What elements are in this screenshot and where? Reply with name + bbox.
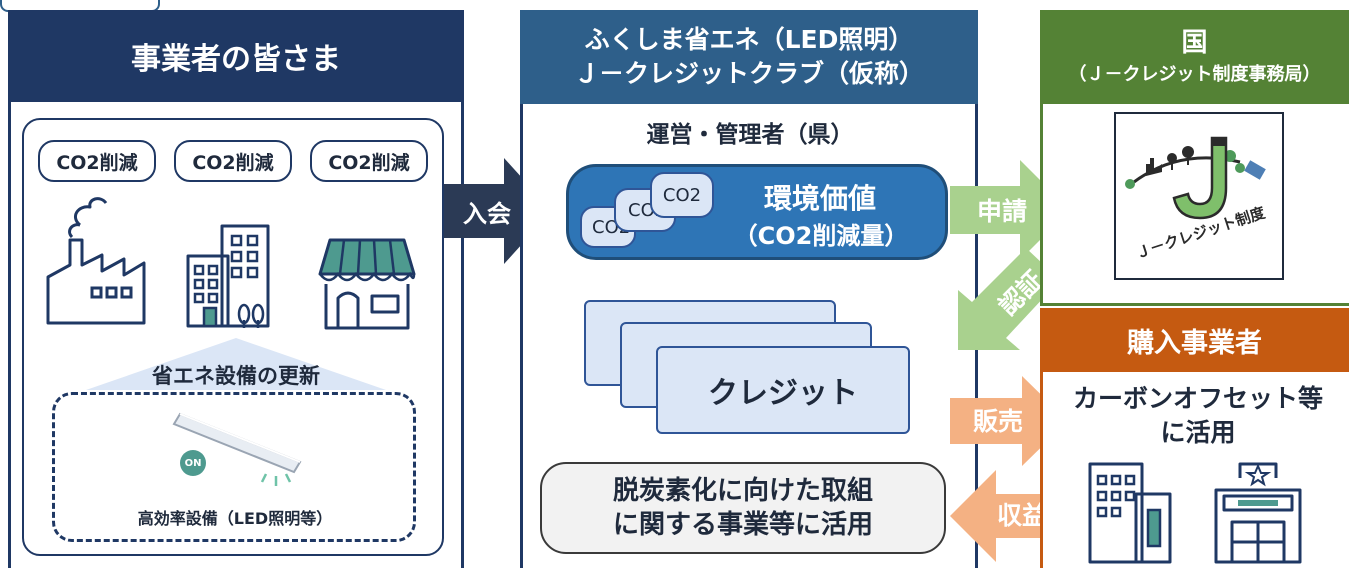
j-credit-logo-mark	[1125, 136, 1266, 220]
country-subtitle: （Ｊ－クレジット制度事務局）	[1068, 64, 1321, 85]
club-title-line2: Ｊ－クレジットクラブ（仮称）	[573, 59, 924, 88]
operator-label: 運営・管理者（県）	[646, 122, 854, 148]
club-title-line1: ふくしま省エネ（LED照明）	[584, 25, 914, 54]
environmental-value-title: 環境価値	[763, 182, 876, 215]
office-building-icon	[186, 224, 270, 328]
join-arrow-label: 入会	[463, 199, 511, 228]
buyer-store-icon	[1214, 462, 1302, 564]
sell-arrow	[950, 376, 1068, 466]
buyer-desc: カーボンオフセット等 に活用	[1050, 380, 1346, 452]
revenue-arrow	[950, 470, 1060, 562]
co2-tag-front: CO2	[650, 172, 714, 218]
buyer-panel-header: 購入事業者	[1040, 308, 1349, 372]
usage-line2: に関する事業等に活用	[612, 510, 873, 540]
club-panel-header: ふくしま省エネ（LED照明） Ｊ－クレジットクラブ（仮称）	[520, 10, 978, 104]
buyer-desc-line1: カーボンオフセット等	[1072, 384, 1323, 413]
shop-icon	[318, 238, 416, 330]
co2-reduction-pill-3: CO2削減	[310, 140, 428, 182]
country-panel-header: 国 （Ｊ－クレジット制度事務局）	[1040, 10, 1349, 104]
business-inner-box	[22, 118, 444, 556]
upgrade-triangle-shape	[86, 338, 386, 390]
led-light-icon	[172, 412, 302, 486]
on-badge: ON	[180, 450, 206, 476]
equipment-caption: 高効率設備（LED照明等）	[137, 509, 333, 528]
business-panel-title: 事業者の皆さま	[131, 42, 341, 77]
buyer-title: 購入事業者	[1127, 327, 1262, 359]
certify-arrow	[958, 248, 1060, 350]
revenue-arrow-label: 収益	[996, 501, 1047, 530]
co2-reduction-pill-1: CO2削減	[38, 140, 156, 182]
buyer-desc-line2: に活用	[1160, 418, 1236, 447]
factory-icon	[46, 197, 146, 325]
credit-label: クレジット	[708, 376, 858, 411]
sell-arrow-label: 販売	[972, 407, 1023, 436]
business-panel-header: 事業者の皆さま	[8, 10, 464, 102]
buyer-office-icon	[1088, 462, 1172, 564]
equipment-box	[52, 392, 416, 542]
environmental-value-subtitle: （CO2削減量）	[733, 221, 909, 250]
business-panel	[8, 10, 464, 568]
co2-reduction-pill-2: CO2削減	[174, 140, 292, 182]
country-title: 国	[1181, 28, 1208, 58]
upgrade-label: 省エネ設備の更新	[152, 364, 320, 388]
j-credit-logo	[1114, 112, 1284, 280]
usage-box: 脱炭素化に向けた取組 に関する事業等に活用	[540, 462, 946, 554]
credit-card-front: クレジット	[656, 346, 910, 434]
usage-line1: 脱炭素化に向けた取組	[612, 476, 873, 506]
apply-arrow-label: 申請	[976, 197, 1027, 226]
